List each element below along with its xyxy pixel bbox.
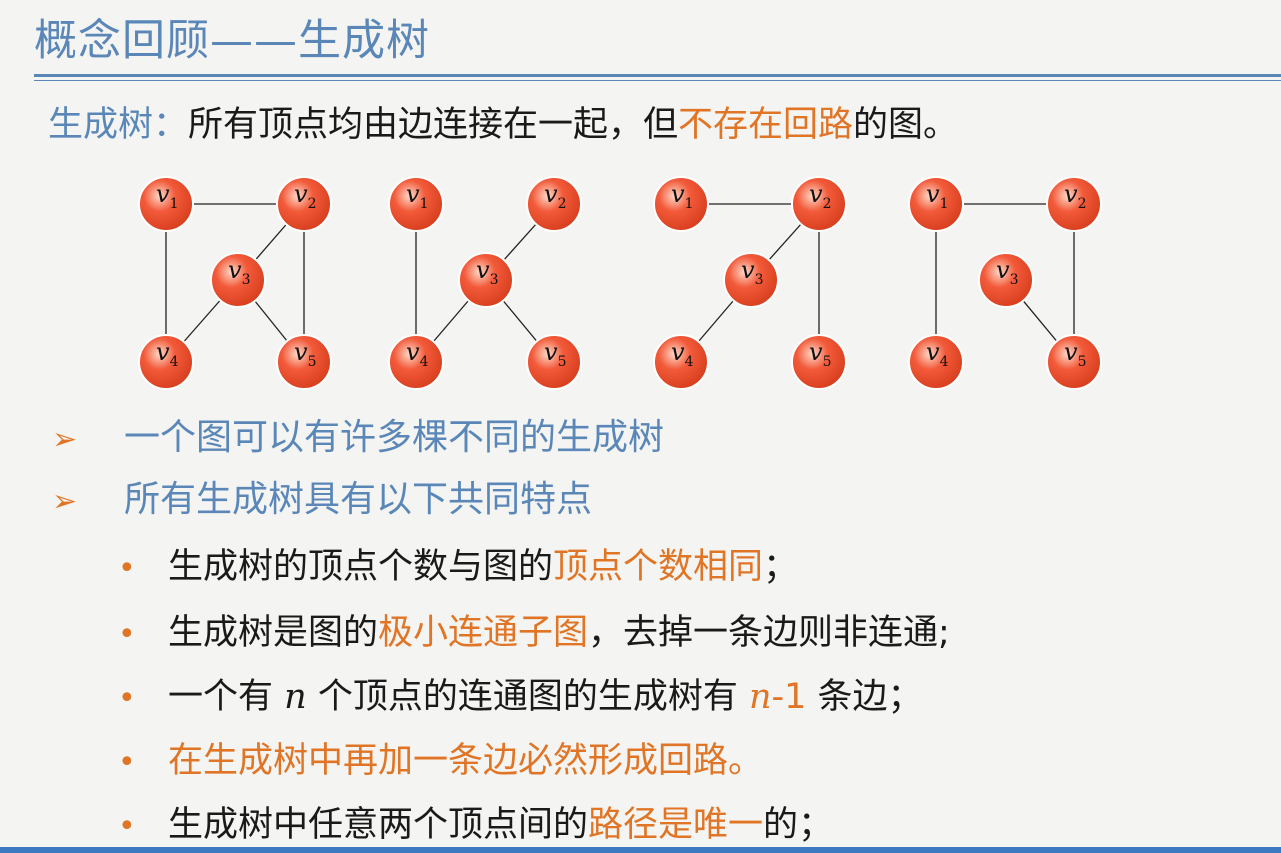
sub-bullet-text: 生成树的顶点个数与图的 <box>168 547 554 587</box>
sub-bullet-tail: 的； <box>763 805 834 845</box>
vertex-v2 <box>791 176 847 232</box>
vertex-v4 <box>908 334 964 390</box>
vertex-v5 <box>1046 334 1102 390</box>
definition-text: 所有顶点均由边连接在一起，但 <box>188 105 679 145</box>
sub-bullet-5: • 生成树中任意两个顶点间的路径是唯一的； <box>118 796 833 847</box>
vertex-v4 <box>388 334 444 390</box>
sub-bullet-highlight: -1 <box>771 677 807 717</box>
sub-bullet-highlight: 顶点个数相同 <box>553 547 764 587</box>
vertex-v2 <box>1046 176 1102 232</box>
vertex-v5 <box>276 334 332 390</box>
arrow-bullet-icon: ➢ <box>52 422 78 457</box>
vertex-v2 <box>526 176 582 232</box>
vertex-v4 <box>138 334 194 390</box>
vertex-v1 <box>908 176 964 232</box>
vertex-v2 <box>276 176 332 232</box>
sub-bullet-tail: ； <box>763 547 799 587</box>
main-bullet-text: 所有生成树具有以下共同特点 <box>124 479 593 520</box>
vertex-v3 <box>978 252 1034 308</box>
sub-bullet-highlight: 在生成树中再加一条边必然形成回路。 <box>168 741 764 781</box>
sub-bullet-2: • 生成树是图的极小连通子图，去掉一条边则非连通; <box>118 604 950 655</box>
definition-term: 生成树： <box>48 105 189 145</box>
main-bullet-text: 一个图可以有许多棵不同的生成树 <box>124 417 665 458</box>
title-rule <box>34 74 1281 77</box>
sub-bullet-highlight: 路径是唯一 <box>588 805 764 845</box>
vertex-v3 <box>210 252 266 308</box>
sub-bullet-1: • 生成树的顶点个数与图的顶点个数相同； <box>118 538 798 589</box>
variable-n-highlight: n <box>748 677 772 717</box>
title-rule-thin <box>34 80 1281 81</box>
dot-bullet-icon: • <box>118 551 136 586</box>
definition-highlight: 不存在回路 <box>678 105 854 145</box>
dot-bullet-icon: • <box>118 809 136 844</box>
vertex-v1 <box>653 176 709 232</box>
sub-bullet-text-2: 个顶点的连通图的生成树有 <box>306 677 749 717</box>
vertex-v5 <box>791 334 847 390</box>
sub-bullet-tail: ，去掉一条边则非连通; <box>588 613 950 653</box>
main-bullet-2: ➢ 所有生成树具有以下共同特点 <box>52 470 592 522</box>
sub-bullet-tail: 条边； <box>806 677 923 717</box>
page-title: 概念回顾——生成树 <box>34 16 430 66</box>
vertex-v3 <box>458 252 514 308</box>
sub-bullet-4: • 在生成树中再加一条边必然形成回路。 <box>118 732 763 783</box>
main-bullet-1: ➢ 一个图可以有许多棵不同的生成树 <box>52 408 664 460</box>
sub-bullet-highlight: 极小连通子图 <box>378 613 589 653</box>
arrow-bullet-icon: ➢ <box>52 484 78 519</box>
dot-bullet-icon: • <box>118 617 136 652</box>
dot-bullet-icon: • <box>118 681 136 716</box>
bottom-bar <box>0 847 1281 853</box>
vertex-v3 <box>723 252 779 308</box>
definition-tail: 的图。 <box>853 105 959 145</box>
sub-bullet-3: •一个有 n 个顶点的连通图的生成树有 n-1 条边； <box>118 668 923 719</box>
variable-n: n <box>284 677 307 717</box>
vertex-v5 <box>526 334 582 390</box>
dot-bullet-icon: • <box>118 745 136 780</box>
sub-bullet-text: 生成树是图的 <box>168 613 379 653</box>
vertex-v4 <box>653 334 709 390</box>
vertex-v1 <box>388 176 444 232</box>
sub-bullet-text: 一个有 <box>168 677 285 717</box>
sub-bullet-text: 生成树中任意两个顶点间的 <box>168 805 589 845</box>
definition: 生成树：所有顶点均由边连接在一起，但不存在回路的图。 <box>48 96 958 147</box>
vertex-v1 <box>138 176 194 232</box>
